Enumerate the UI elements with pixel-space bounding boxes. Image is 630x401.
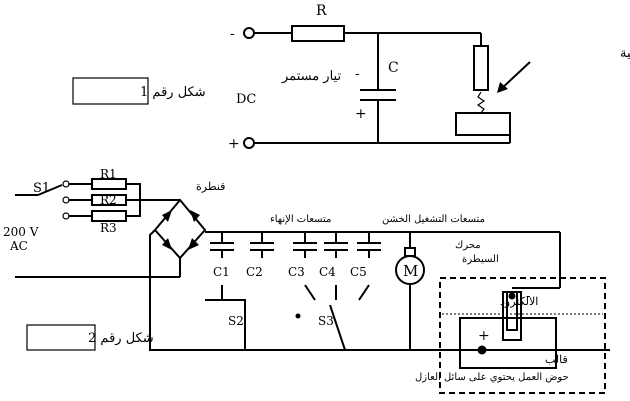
- switch-s3: [329, 304, 346, 351]
- workpiece-label: قالب: [545, 353, 568, 366]
- positive-terminal: [243, 137, 255, 149]
- figure-2-caption-box: [26, 324, 96, 351]
- capacitor-c5: [357, 232, 381, 258]
- c4-label: C4: [319, 265, 336, 279]
- figure-2: S1 R1 R2 R3 200 V AC قنطرة متسعات الإنها…: [3, 167, 610, 394]
- spark-icon: [476, 91, 486, 114]
- source-label: تيار مستمر: [281, 69, 341, 84]
- negative-terminal-sign: -: [230, 26, 235, 42]
- capacitor-c1: [210, 232, 234, 258]
- workpiece-sign: +: [478, 328, 490, 344]
- supply-voltage: 200 V: [3, 225, 39, 239]
- workpiece: [455, 112, 511, 136]
- figure-1-caption-box: [72, 77, 149, 105]
- positive-terminal-sign: +: [228, 136, 240, 152]
- figure-1: - R - C + + شرارة كهربائية تيار مستمر DC…: [72, 3, 630, 152]
- capacitor-plus: +: [355, 106, 367, 122]
- capacitor-minus: -: [355, 66, 360, 82]
- capacitor-c4: [324, 232, 348, 258]
- electrode-label: الالكترود: [500, 295, 538, 308]
- switch-s2-label: S2: [228, 314, 244, 328]
- capacitor-c2: [250, 232, 274, 258]
- resistor-label: R: [316, 3, 327, 19]
- r2-label: R2: [100, 193, 117, 207]
- bridge-rectifier: [153, 198, 207, 260]
- resistor-r: [291, 25, 345, 42]
- c3-label: C3: [288, 265, 305, 279]
- r3-label: R3: [100, 221, 117, 235]
- supply-type: AC: [9, 239, 28, 253]
- c5-label: C5: [350, 265, 367, 279]
- finish-caps-label: متسعات الإنهاء: [270, 214, 331, 225]
- capacitor-label: C: [388, 60, 399, 76]
- figure-2-caption: شكل رقم 2: [88, 331, 154, 346]
- r1-label: R1: [100, 167, 117, 181]
- negative-terminal: [243, 27, 255, 39]
- c1-label: C1: [213, 265, 230, 279]
- motor-label-2: السيطرة: [462, 254, 499, 265]
- switch-s3-label: S3: [318, 314, 334, 328]
- electrode-sign: -: [526, 289, 530, 304]
- figure-1-caption: شكل رقم 1: [140, 85, 206, 100]
- capacitor-c3: [293, 232, 317, 258]
- arrow-icon: [499, 61, 531, 91]
- switch-s1: [37, 184, 63, 196]
- bridge-label: قنطرة: [196, 180, 225, 193]
- spark-label: شرارة كهربائية: [620, 46, 630, 61]
- tank-label: حوض العمل يحتوي على سائل العازل: [415, 372, 569, 383]
- motor-label-1: محرك: [455, 240, 481, 251]
- rough-caps-label: متسعات التشغيل الخشن: [382, 214, 485, 225]
- resistor-r3: [91, 210, 127, 222]
- motor-symbol: M: [403, 262, 418, 280]
- c2-label: C2: [246, 265, 263, 279]
- source-dc: DC: [236, 92, 256, 107]
- work-tank: [439, 277, 606, 394]
- electrode: [473, 45, 489, 91]
